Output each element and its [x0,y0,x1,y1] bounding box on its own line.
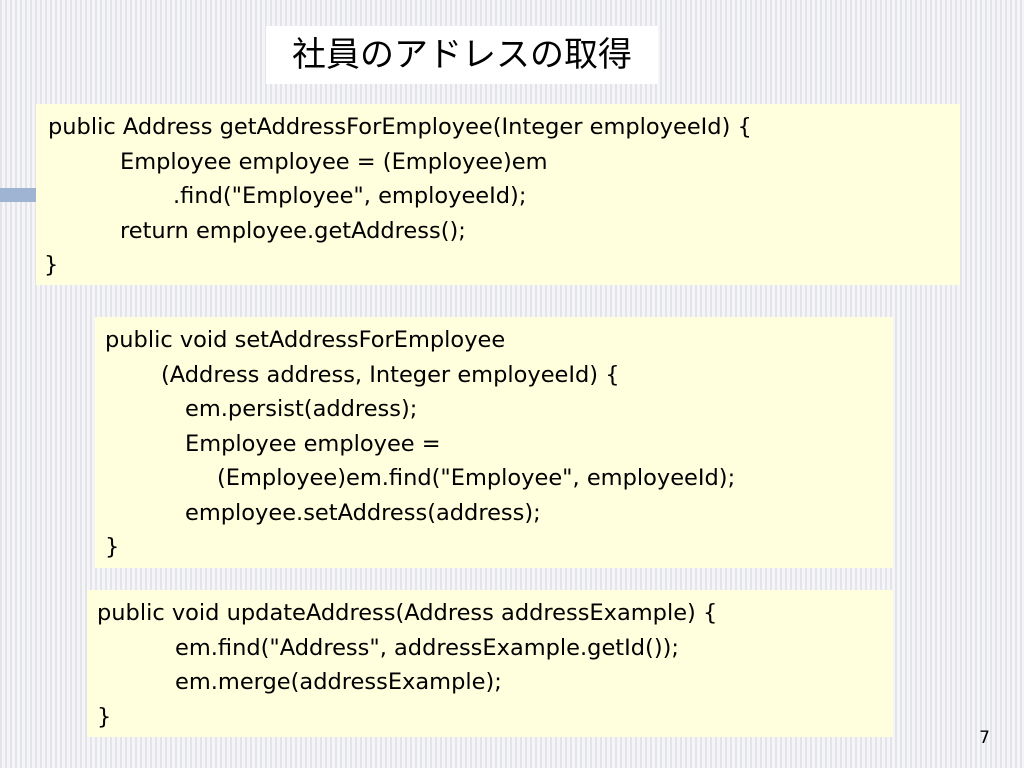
code-line: } [44,252,59,278]
code-line: employee.setAddress(address); [185,499,541,526]
code-block-update-address: public void updateAddress(Address addres… [87,590,893,737]
code-line: public void setAddressForEmployee [105,327,506,353]
page-number: 7 [979,728,990,748]
code-block-get-address: public Address getAddressForEmployee(Int… [36,104,960,285]
code-line: } [105,534,120,560]
code-line: em.merge(addressExample); [175,669,502,695]
code-line: em.persist(address); [185,396,418,422]
code-line: Employee employee = (Employee)em [120,148,548,175]
code-line: em.find("Address", addressExample.getId(… [175,634,679,661]
code-line: .find("Employee", employeeId); [173,183,527,209]
code-line: Employee employee = [185,430,441,457]
code-line: (Employee)em.find("Employee", employeeId… [217,465,736,491]
decorative-accent-bar [0,188,36,202]
code-line: return employee.getAddress(); [120,217,466,244]
code-line: } [97,703,112,730]
code-line: public Address getAddressForEmployee(Int… [48,114,752,140]
slide-title: 社員のアドレスの取得 [266,26,658,84]
code-line: public void updateAddress(Address addres… [97,600,718,626]
code-block-set-address: public void setAddressForEmployee (Addres… [95,317,893,568]
code-line: (Address address, Integer employeeId) { [161,361,620,388]
